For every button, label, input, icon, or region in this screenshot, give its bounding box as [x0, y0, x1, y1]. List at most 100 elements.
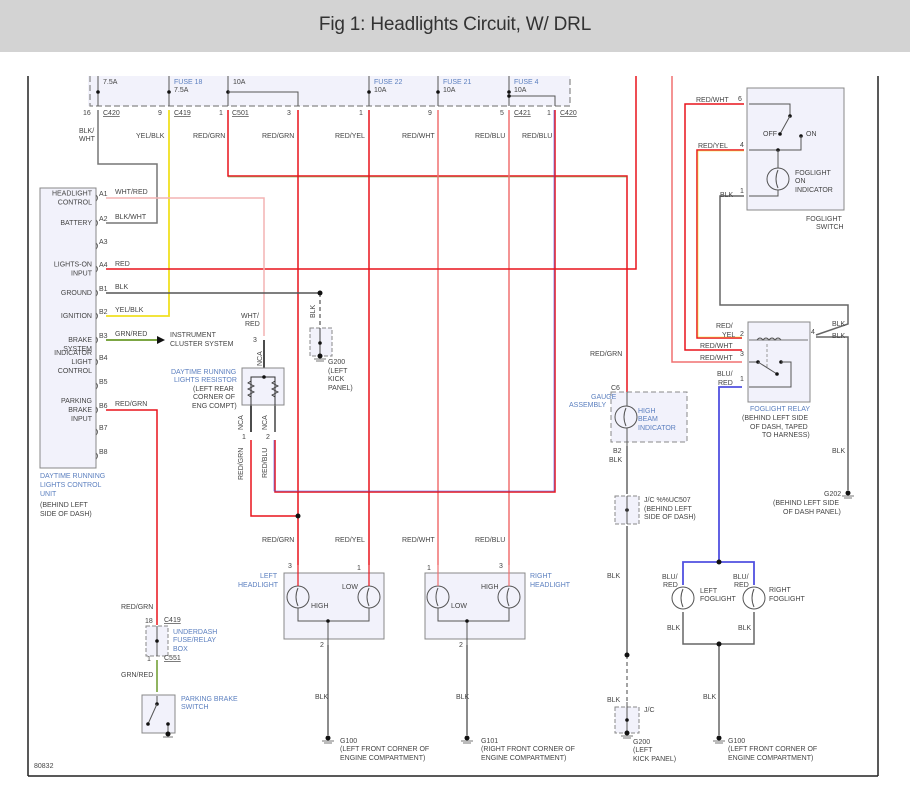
ground-location: KICK PANEL) [633, 756, 676, 763]
drl-pin-function: LIGHTS-ON [54, 262, 92, 269]
drl-unit-location: (BEHIND LEFT [40, 502, 89, 509]
resistor-name: LIGHTS RESISTOR [174, 377, 237, 384]
pin-label: 6 [738, 96, 742, 103]
pin-label: B3 [99, 333, 108, 340]
pin-label: 1 [219, 110, 223, 117]
wire-label: BLK [703, 694, 717, 701]
relay-name: FOGLIGHT RELAY [750, 406, 810, 413]
pin-label: B4 [99, 355, 108, 362]
junction-dots [295, 290, 722, 658]
wire-label: WHT/RED [115, 189, 148, 196]
pin-label: C6 [611, 385, 620, 392]
wire-label: BLK [667, 625, 681, 632]
right-headlight [424, 565, 526, 645]
wire-label: WHT/ [241, 313, 259, 320]
wire-label: BLK [832, 448, 846, 455]
wire-label: BLK [832, 321, 846, 328]
foglight-name: FOGLIGHT [769, 596, 806, 603]
bulb-label: LOW [451, 603, 467, 610]
wire-label: YEL/BLK [136, 133, 165, 140]
connector-label: C501 [232, 110, 249, 117]
fuse-name: FUSE 22 [374, 79, 403, 86]
wire-label: RED/GRN [262, 537, 294, 544]
diagram-frame [27, 76, 879, 777]
wire-label: RED/WHT [700, 343, 733, 350]
indicator-name: HIGH [638, 408, 656, 415]
ground-location: ENGINE COMPARTMENT) [728, 755, 813, 762]
wire-label: RED/YEL [698, 143, 728, 150]
resistor-location: (LEFT REAR [193, 386, 234, 393]
connector-label: C421 [514, 110, 531, 117]
wire-label: BLU/ [662, 574, 678, 581]
pin-label: 16 [83, 110, 91, 117]
wire-label: RED/BLU [475, 133, 505, 140]
connector-label: C420 [560, 110, 577, 117]
indicator-name: ON [795, 178, 806, 185]
pin-label: 9 [158, 110, 162, 117]
wire-red-wht-fog [684, 103, 744, 351]
ground-location: ENGINE COMPARTMENT) [340, 755, 425, 762]
fuse-name: FUSE 21 [443, 79, 472, 86]
wire-label-blk-wht-2: WHT [79, 136, 96, 143]
drl-pin-function: PARKING [61, 398, 92, 405]
ground-name: G100 [340, 738, 357, 745]
wire-label: BLK [607, 697, 621, 704]
drl-pin-function: BATTERY [60, 220, 92, 227]
fuse-rating: 7.5A [174, 87, 189, 94]
pin-label: 18 [145, 618, 153, 625]
ground-name: G101 [481, 738, 498, 745]
wire-label: BLK [609, 457, 623, 464]
wire-red-yel-fog [696, 149, 744, 339]
wire-yel-blk [106, 110, 170, 317]
wire-label: GRN/RED [121, 672, 153, 679]
ground-location: PANEL) [328, 385, 353, 392]
wire-label: BLK [720, 192, 734, 199]
drl-pin-function: HEADLIGHT [52, 191, 93, 198]
nca-label: NCA [257, 351, 264, 366]
jc-uc507 [614, 495, 640, 525]
foglight-switch [746, 87, 845, 211]
figure-title: Fig 1: Headlights Circuit, W/ DRL [318, 14, 592, 35]
wire-label: RED [663, 582, 678, 589]
wire-label: RED/GRN [115, 401, 147, 408]
pin-label: A3 [99, 239, 108, 246]
fuse-box [88, 76, 571, 107]
switch-name: SWITCH [816, 224, 844, 231]
jc-label: (BEHIND LEFT [644, 506, 693, 513]
foglight-name: LEFT [700, 588, 718, 595]
pin-label: A1 [99, 191, 108, 198]
right-headlight-name: HEADLIGHT [530, 582, 571, 589]
ground-location: (RIGHT FRONT CORNER OF [481, 746, 575, 753]
drl-pin-function: LIGHT [71, 359, 92, 366]
right-headlight-name: RIGHT [530, 573, 553, 580]
underdash-name: BOX [173, 646, 188, 653]
connector-label: C551 [164, 655, 181, 662]
parking-brake-switch-name: PARKING BRAKE [181, 696, 238, 703]
resistor-location: CORNER OF [193, 394, 235, 401]
gauge-assembly [610, 391, 688, 446]
wire-red-blu-c420 [274, 110, 556, 493]
bulb-label: LOW [342, 584, 358, 591]
pin-label: 1 [427, 565, 431, 572]
drl-resistor [241, 367, 285, 406]
pin-label: 1 [357, 565, 361, 572]
ground-location: (BEHIND LEFT SIDE [773, 500, 839, 507]
labels: 16 C420 9 C419 1 C501 3 1 9 5 C421 1 C42… [34, 96, 846, 770]
wire-label: RED/GRN [193, 133, 225, 140]
wire-label: RED/GRN [238, 448, 245, 480]
wire-label: RED/WHT [402, 537, 435, 544]
wire-label: BLK/WHT [115, 214, 147, 221]
ground-name: G100 [728, 738, 745, 745]
ground-name: G202 [824, 491, 841, 498]
wire-label: BLK [315, 694, 329, 701]
resistor-name: DAYTIME RUNNING [171, 369, 236, 376]
parking-brake-switch-name: SWITCH [181, 704, 209, 711]
pin-label: B8 [99, 449, 108, 456]
fuse: FUSE 187.5A [167, 76, 203, 106]
wire-label: BLK [832, 333, 846, 340]
figure-id: 80832 [34, 763, 54, 770]
wire-label: BLK [115, 284, 129, 291]
wire-blk-g202 [816, 336, 849, 490]
